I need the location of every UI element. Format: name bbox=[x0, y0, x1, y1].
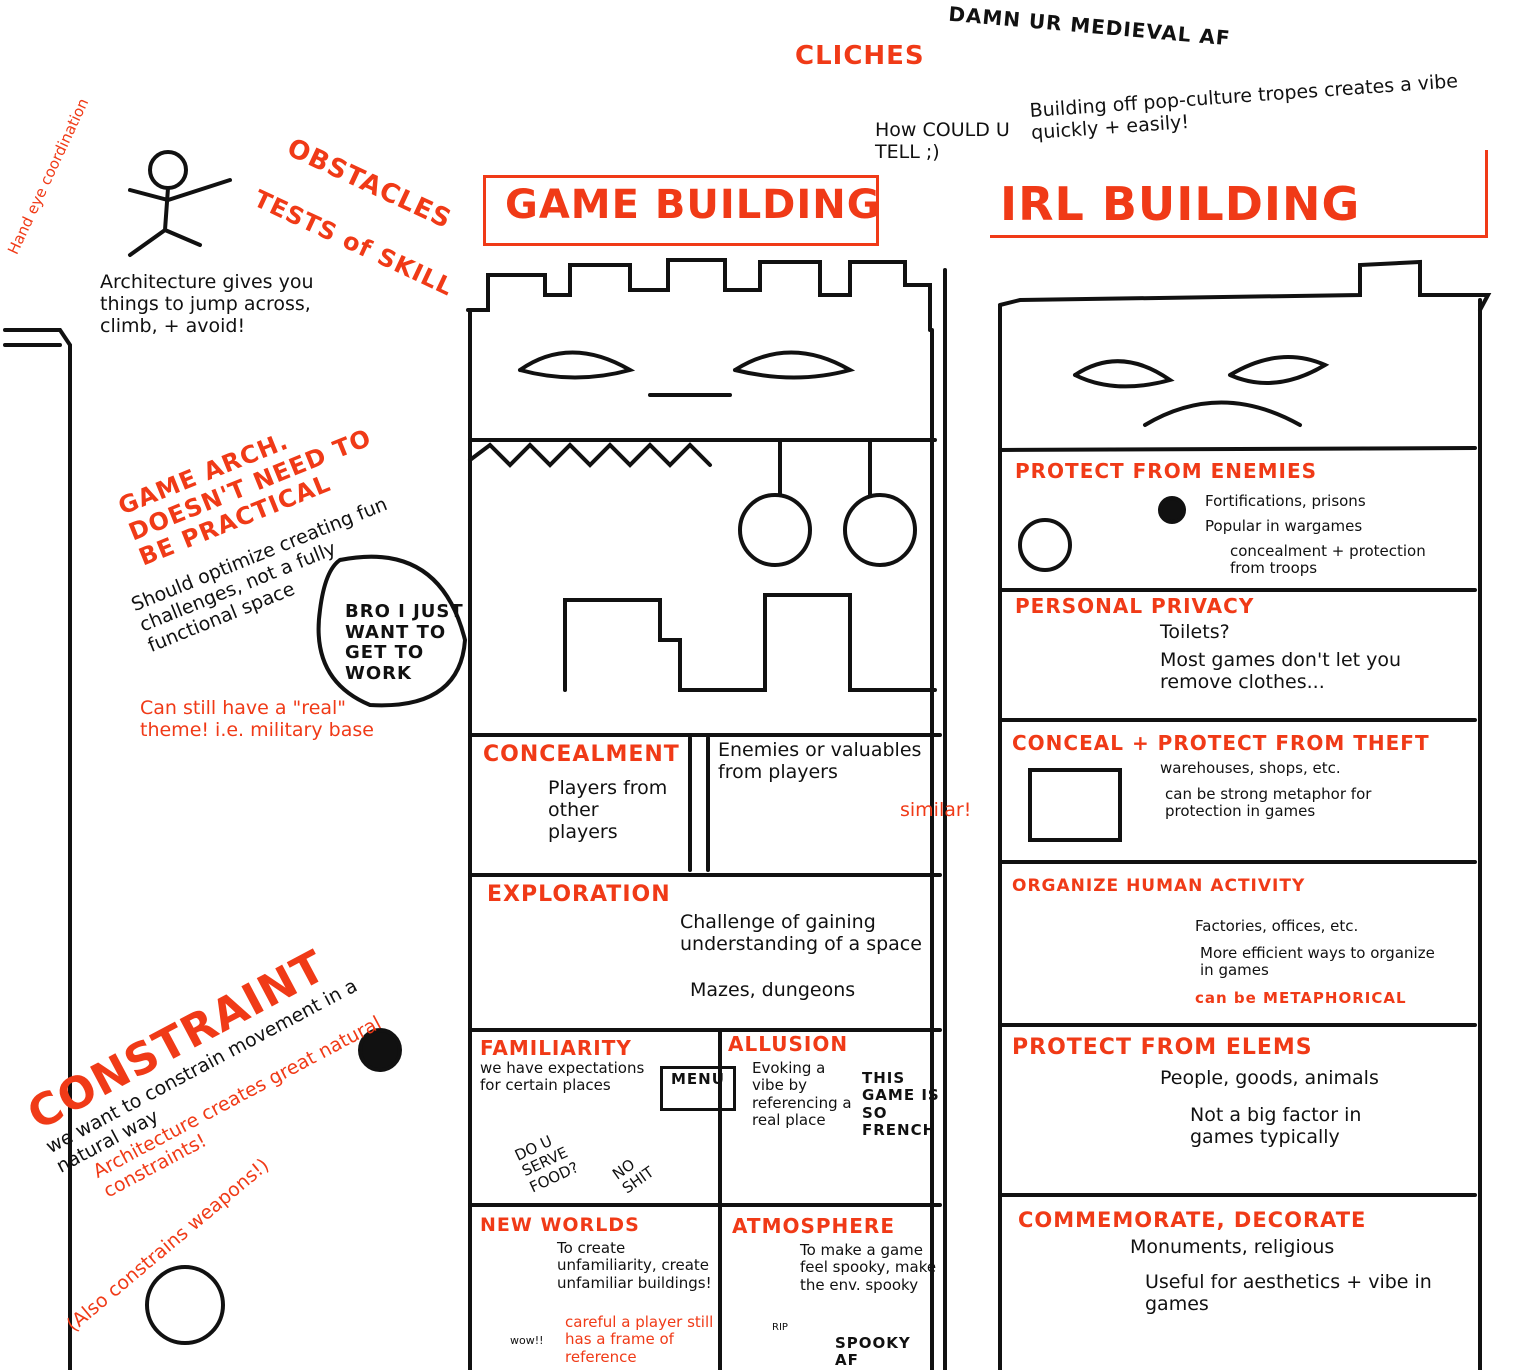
similar-label: similar! bbox=[900, 799, 972, 821]
irl-item: Toilets? bbox=[1160, 621, 1230, 643]
familiarity-text: we have expectations for certain places bbox=[480, 1059, 645, 1095]
conceal-theft-title: CONCEAL + PROTECT FROM THEFT bbox=[1012, 731, 1430, 755]
game-building-title-box bbox=[483, 175, 879, 246]
exploration-title: EXPLORATION bbox=[487, 882, 671, 907]
irl-item: More efficient ways to organize in games bbox=[1200, 944, 1435, 980]
saw-2 bbox=[843, 493, 917, 567]
cliches-label: CLICHES bbox=[795, 41, 925, 71]
cannon-ball bbox=[1158, 496, 1186, 524]
irl-item: Most games don't let you remove clothes.… bbox=[1160, 649, 1402, 693]
irl-item: People, goods, animals bbox=[1160, 1067, 1379, 1089]
cannon-left bbox=[145, 1265, 225, 1345]
new-worlds-text: To create unfamiliarity, create unfamili… bbox=[557, 1239, 712, 1292]
exploration-sub: Mazes, dungeons bbox=[690, 979, 856, 1001]
concealment-text: Players from other players bbox=[548, 777, 668, 843]
stick-head bbox=[148, 150, 188, 190]
rip-label: RIP bbox=[772, 1322, 788, 1333]
allusion-text: Evoking a vibe by referencing a real pla… bbox=[752, 1059, 852, 1129]
atmosphere-title: ATMOSPHERE bbox=[732, 1214, 895, 1238]
bro-speech: BRO I JUST WANT TO GET TO WORK bbox=[345, 601, 464, 685]
bro-bubble bbox=[316, 554, 468, 708]
game-building-title: GAME BUILDING bbox=[505, 182, 881, 228]
irl-item: Useful for aesthetics + vibe in games bbox=[1145, 1271, 1432, 1315]
atmosphere-text: To make a game feel spooky, make the env… bbox=[800, 1241, 937, 1294]
irl-item: Not a big factor in games typically bbox=[1190, 1104, 1362, 1148]
french-bubble: THIS GAME IS SO FRENCH bbox=[862, 1069, 940, 1139]
black-ball bbox=[358, 1028, 402, 1072]
game-building-outline bbox=[466, 258, 947, 1370]
irl-item: Fortifications, prisons bbox=[1205, 492, 1366, 510]
irl-item: Monuments, religious bbox=[1130, 1236, 1335, 1258]
menu-sign: MENU bbox=[660, 1066, 736, 1112]
saw-1 bbox=[738, 493, 812, 567]
concealment-title: CONCEALMENT bbox=[483, 742, 680, 767]
protect-elems-title: PROTECT FROM ELEMS bbox=[1012, 1035, 1313, 1060]
metaphorical-note: can be METAPHORICAL bbox=[1195, 989, 1407, 1007]
wow-label: wow!! bbox=[510, 1334, 544, 1347]
spikes bbox=[468, 442, 712, 468]
real-theme-note: Can still have a "real" theme! i.e. mili… bbox=[140, 697, 374, 741]
how-tell-bubble: How COULD U TELL ;) bbox=[875, 119, 1010, 163]
cannon-wheel bbox=[1018, 518, 1072, 572]
irl-item: warehouses, shops, etc. bbox=[1160, 759, 1341, 777]
organize-activity-title: ORGANIZE HUMAN ACTIVITY bbox=[1012, 876, 1306, 896]
game-eyes bbox=[518, 350, 856, 397]
enemies-valuables-text: Enemies or valuables from players bbox=[718, 739, 922, 783]
irl-floor-lines bbox=[998, 446, 1477, 1197]
new-worlds-note: careful a player still has a frame of re… bbox=[565, 1313, 714, 1366]
allusion-title: ALLUSION bbox=[728, 1032, 849, 1056]
architecture-note: Architecture gives you things to jump ac… bbox=[100, 271, 314, 337]
familiarity-title: FAMILIARITY bbox=[480, 1036, 632, 1060]
irl-eyes bbox=[1073, 355, 1330, 427]
game-floor-lines bbox=[468, 438, 942, 1370]
protect-enemies-title: PROTECT FROM ENEMIES bbox=[1015, 459, 1318, 483]
new-worlds-title: NEW WORLDS bbox=[480, 1214, 640, 1236]
irl-building-outline bbox=[998, 259, 1492, 1370]
irl-item: Factories, offices, etc. bbox=[1195, 917, 1359, 935]
irl-item: concealment + protection from troops bbox=[1230, 542, 1426, 578]
spooky-af-label: SPOOKY AF bbox=[835, 1334, 940, 1370]
personal-privacy-title: PERSONAL PRIVACY bbox=[1015, 594, 1255, 618]
irl-building-title: IRL BUILDING bbox=[1000, 177, 1361, 231]
commemorate-title: COMMEMORATE, DECORATE bbox=[1018, 1208, 1367, 1232]
exploration-text: Challenge of gaining understanding of a … bbox=[680, 911, 922, 955]
irl-item: can be strong metaphor for protection in… bbox=[1165, 785, 1372, 821]
irl-building-title-box bbox=[990, 150, 1488, 238]
left-wall bbox=[3, 328, 72, 1370]
platforms bbox=[563, 593, 937, 692]
safe-icon bbox=[1028, 768, 1122, 842]
irl-item: Popular in wargames bbox=[1205, 517, 1363, 535]
